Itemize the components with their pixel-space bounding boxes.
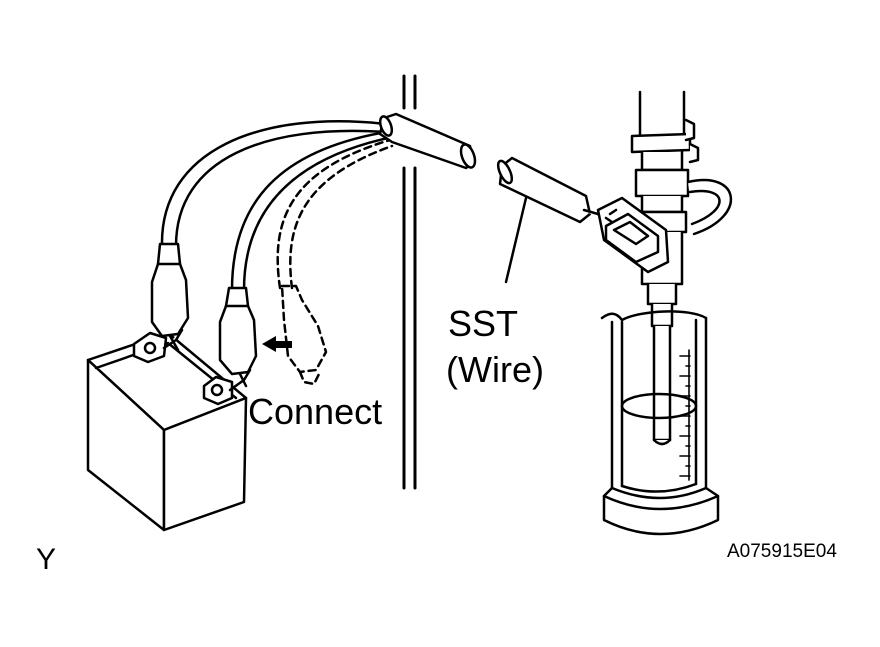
graduation-marks (679, 349, 691, 481)
front-cable-boot (218, 286, 258, 388)
disconnected-cable-dashed (276, 138, 394, 386)
corner-mark: Y (36, 543, 57, 576)
connect-label: Connect (248, 391, 383, 432)
front-cable (230, 130, 390, 292)
figure-code: A075915E04 (727, 541, 837, 562)
injector-connector (596, 196, 670, 274)
terminal-clamp-front (202, 368, 252, 406)
terminal-clamp-back (132, 328, 184, 364)
sst-wire (496, 156, 606, 224)
graduated-cylinder (600, 310, 720, 536)
back-cable-boot (150, 242, 190, 352)
connect-arrow-icon (262, 336, 292, 352)
sst-leader-line (504, 196, 528, 284)
divider-lines (402, 74, 417, 490)
back-cable (160, 120, 388, 248)
wire-sheath-left (378, 112, 477, 170)
injector (630, 90, 733, 446)
wire-label: (Wire) (446, 349, 544, 390)
sst-label: SST (448, 303, 519, 344)
